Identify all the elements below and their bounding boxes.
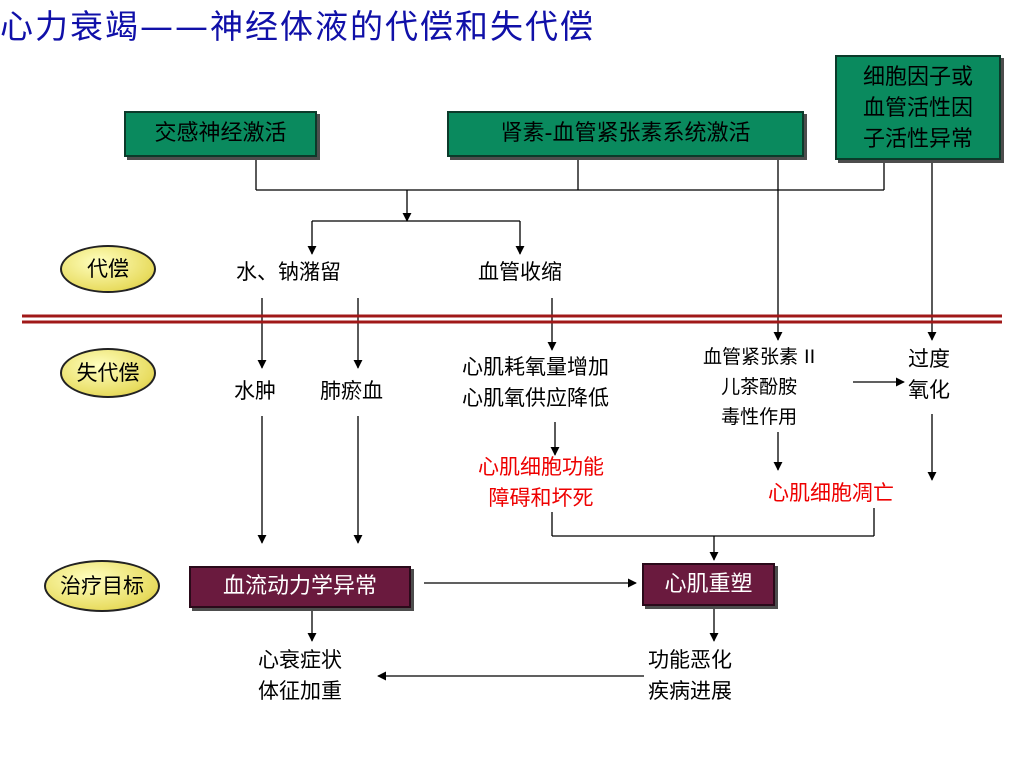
oxidation-line: 氧化 — [908, 378, 950, 402]
cell-apoptosis-text: 心肌细胞凋亡 — [768, 481, 894, 505]
decompensation-label: 失代偿 — [76, 361, 140, 385]
deterioration-text: 功能恶化 疾病进展 — [648, 645, 732, 707]
page-title: 心力衰竭——神经体液的代偿和失代偿 — [0, 7, 595, 46]
sympathetic-activation-label: 交感神经激活 — [154, 121, 287, 146]
cell-dysfunction-line: 心肌细胞功能 — [478, 455, 604, 479]
disease-progression-line: 疾病进展 — [648, 679, 732, 703]
myocardial-remodeling-label: 心肌重塑 — [664, 572, 753, 597]
cytokine-abnormality-box: 细胞因子或 血管活性因 子活性异常 — [835, 55, 1001, 160]
cytokine-line: 血管活性因 — [862, 96, 973, 121]
water-sodium-retention: 水、钠潴留 — [236, 260, 341, 284]
oxygen-supply-line: 心肌氧供应降低 — [462, 386, 609, 410]
cell-necrosis-line: 障碍和坏死 — [488, 486, 594, 510]
therapy-target-oval: 治疗目标 — [44, 560, 160, 612]
symptoms-text: 心衰症状 体征加重 — [258, 645, 342, 707]
oxygen-balance-text: 心肌耗氧量增加 心肌氧供应降低 — [462, 352, 609, 414]
cytokine-line: 子活性异常 — [862, 127, 973, 152]
oxidation-text: 过度 氧化 — [908, 344, 950, 406]
oxidation-line: 过度 — [908, 347, 950, 371]
vasoconstriction: 血管收缩 — [478, 260, 562, 284]
toxic-effect-line: 毒性作用 — [721, 406, 798, 428]
catecholamine-line: 儿茶酚胺 — [721, 376, 798, 398]
edema: 水肿 — [234, 379, 276, 403]
therapy-target-label: 治疗目标 — [60, 574, 144, 598]
raas-activation-label: 肾素-血管紧张素系统激活 — [500, 121, 751, 146]
hemodynamic-abnormality-box: 血流动力学异常 — [189, 566, 411, 608]
cell-dysfunction-text: 心肌细胞功能 障碍和坏死 — [478, 452, 604, 514]
cytokine-line: 细胞因子或 — [862, 65, 973, 90]
pulmonary-congestion: 肺瘀血 — [320, 379, 383, 403]
compensation-oval: 代偿 — [60, 245, 156, 293]
raas-activation-box: 肾素-血管紧张素系统激活 — [447, 111, 804, 157]
symptoms-line: 心衰症状 — [258, 648, 342, 672]
decompensation-oval: 失代偿 — [60, 348, 156, 398]
myocardial-remodeling-box: 心肌重塑 — [642, 563, 775, 606]
hemodynamic-abnormality-label: 血流动力学异常 — [222, 574, 377, 599]
oxygen-demand-line: 心肌耗氧量增加 — [462, 355, 609, 379]
signs-line: 体征加重 — [258, 679, 342, 703]
toxicity-text: 血管紧张素 II 儿茶酚胺 毒性作用 — [703, 342, 815, 432]
angiotensin-line: 血管紧张素 II — [703, 346, 816, 368]
compensation-label: 代偿 — [87, 257, 129, 281]
function-deterioration-line: 功能恶化 — [648, 648, 732, 672]
sympathetic-activation-box: 交感神经激活 — [124, 111, 317, 157]
